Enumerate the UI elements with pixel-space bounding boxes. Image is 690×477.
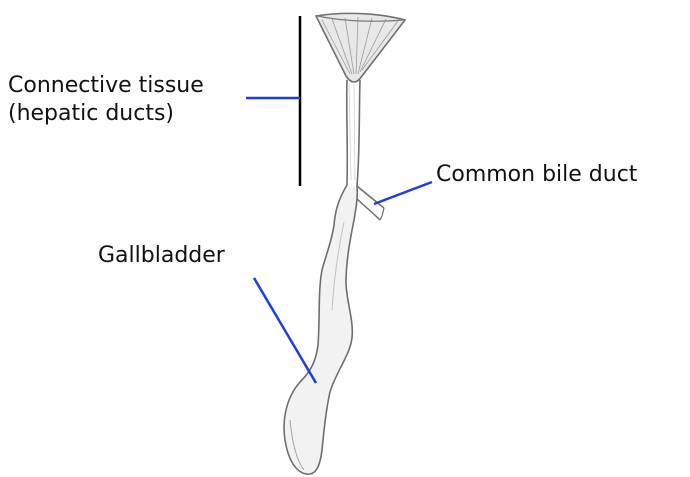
- gallbladder-body: [284, 185, 357, 474]
- connective-tissue-label-line1: Connective tissue: [8, 72, 204, 100]
- hepatic-duct: [347, 80, 360, 186]
- gallbladder-leader-line: [254, 278, 316, 383]
- connective-tissue-label: Connective tissue (hepatic ducts): [8, 72, 204, 127]
- common-bile-duct-leader-line: [374, 182, 432, 204]
- common-bile-duct-label: Common bile duct: [436, 161, 637, 189]
- gallbladder-label: Gallbladder: [98, 242, 225, 270]
- connective-tissue-label-line2: (hepatic ducts): [8, 100, 204, 128]
- connective-tissue-funnel: [316, 13, 405, 82]
